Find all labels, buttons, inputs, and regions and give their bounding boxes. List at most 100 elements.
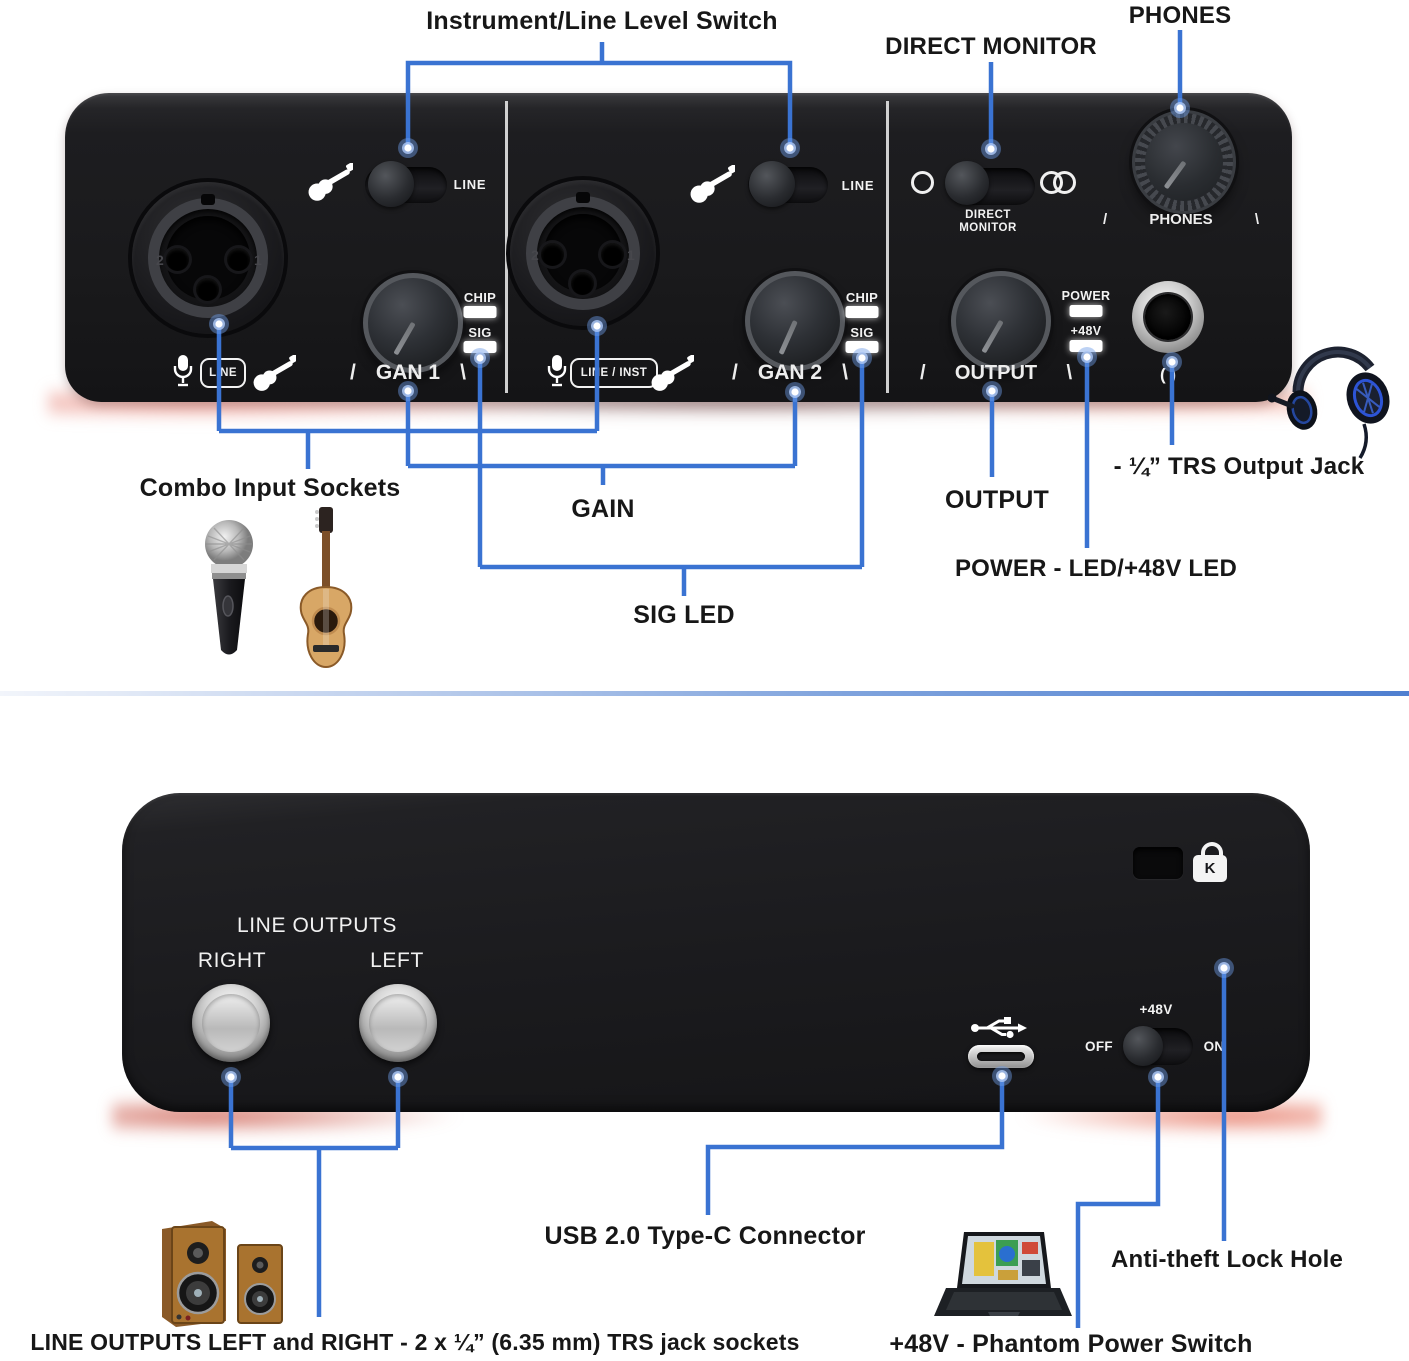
- microphone-image: [205, 520, 253, 655]
- line-switch-label-2: LINE: [841, 178, 875, 193]
- knob-pointer: [980, 319, 1004, 354]
- output-knob: [951, 271, 1051, 371]
- back-panel: LINE OUTPUTS RIGHT LEFT +48V OFF ON K: [122, 793, 1310, 1112]
- gain1-panel-label: / GAN 1 \: [350, 361, 466, 385]
- guitar-icon: [690, 165, 735, 203]
- off-label: OFF: [1085, 1039, 1113, 1054]
- xlr-pin3-hole: [571, 272, 594, 295]
- usb-c-slot: [977, 1052, 1025, 1061]
- sig-led-1: [463, 341, 497, 353]
- slash: /: [732, 361, 738, 384]
- mono-icon: [911, 171, 934, 194]
- xlr-pin1-hole: [227, 248, 250, 271]
- slash: /: [1103, 211, 1108, 228]
- backslash: \: [1066, 362, 1072, 384]
- plus48v-led-label: +48V: [1070, 324, 1102, 338]
- guitar-icon: [253, 355, 296, 391]
- section-divider: [0, 691, 1409, 696]
- gain1-knob: [363, 273, 463, 373]
- sig-led-2: [845, 341, 879, 353]
- on-label: ON: [1203, 1039, 1225, 1054]
- lock-body: K: [1193, 855, 1227, 882]
- chip-led-label-2: CHIP: [845, 290, 879, 305]
- channel-divider-2: [886, 101, 889, 393]
- inst-line-switch-1: [368, 161, 414, 207]
- label-line-outputs-desc: LINE OUTPUTS LEFT and RIGHT - 2 x ¼” (6.…: [30, 1329, 800, 1355]
- phantom-power-switch: [1123, 1026, 1163, 1066]
- kensington-lock-slot: [1133, 847, 1183, 879]
- xlr-latch-notch: [576, 192, 590, 203]
- guitar-image: [299, 507, 353, 669]
- right-output-label: RIGHT: [197, 949, 267, 972]
- left-output-label: LEFT: [370, 949, 424, 972]
- xlr-pin2-hole: [166, 248, 189, 271]
- laptop-image: [934, 1232, 1072, 1316]
- label-output: OUTPUT: [945, 486, 1049, 514]
- chip-led-label-1: CHIP: [463, 290, 497, 305]
- label-phantom-switch: +48V - Phantom Power Switch: [889, 1330, 1253, 1358]
- jack-dome: [202, 994, 260, 1052]
- chip-led-2: [845, 306, 879, 318]
- xlr-pin1-number: 1: [627, 247, 635, 263]
- front-panel: 2 1 LINE / GAN 1 \ CHIP SIG LINE 2: [65, 93, 1292, 402]
- sig-led-label-2: SIG: [850, 325, 874, 340]
- label-gain: GAIN: [571, 495, 635, 523]
- plus48v-switch-label: +48V: [1139, 1002, 1173, 1017]
- stereo-icon: [1053, 171, 1076, 194]
- label-trs-output-jack: - ¼” TRS Output Jack: [1113, 453, 1365, 480]
- gain2-knob: [745, 271, 845, 371]
- label-instrument-line-switch: Instrument/Line Level Switch: [426, 7, 778, 35]
- slash: /: [350, 361, 356, 384]
- phones-panel-label: / PHONES \: [1103, 211, 1259, 228]
- chip-led-1: [463, 306, 497, 318]
- input-type-badge-1: LINE: [200, 358, 246, 388]
- knob-pointer: [392, 321, 416, 356]
- phones-text: PHONES: [1149, 211, 1213, 228]
- line-outputs-panel-label: LINE OUTPUTS: [236, 914, 398, 937]
- mic-icon: [173, 355, 193, 387]
- headphone-output-jack: [1132, 281, 1204, 353]
- backslash: \: [842, 361, 848, 384]
- mic-icon: [547, 355, 567, 387]
- xlr-pin2-number: 2: [156, 252, 164, 268]
- xlr-pin3-hole: [196, 278, 219, 301]
- label-phones: PHONES: [1128, 2, 1232, 29]
- power-led: [1069, 305, 1103, 317]
- sig-led-label-1: SIG: [468, 325, 492, 340]
- channel-divider-1: [505, 101, 508, 393]
- line-output-jack-right: [192, 984, 270, 1062]
- backslash: \: [1254, 211, 1259, 228]
- xlr-pin2-number: 2: [531, 247, 539, 263]
- input-type-badge-2: LINE / INST: [570, 358, 658, 388]
- lock-handle: [1201, 842, 1223, 861]
- combo-input-socket-2: 2 1: [510, 180, 656, 326]
- jack-dome: [369, 994, 427, 1052]
- slash: /: [920, 362, 926, 384]
- guitar-icon: [651, 355, 694, 391]
- xlr-pin1-number: 1: [254, 252, 262, 268]
- output-panel-label: / OUTPUT \: [920, 362, 1072, 385]
- plus48v-led: [1069, 340, 1103, 352]
- gain2-text: GAN 2: [757, 361, 823, 384]
- backslash: \: [460, 361, 466, 384]
- direct-monitor-line2: MONITOR: [959, 222, 1017, 234]
- phones-knob: [1132, 110, 1236, 214]
- line-switch-label-1: LINE: [453, 177, 487, 192]
- headphones-icon: ( ): [1159, 365, 1177, 384]
- label-usb-connector: USB 2.0 Type-C Connector: [544, 1222, 866, 1250]
- line-output-jack-left: [359, 984, 437, 1062]
- label-combo-input-sockets: Combo Input Sockets: [139, 474, 401, 502]
- xlr-pin1-hole: [601, 243, 624, 266]
- direct-monitor-panel-label: DIRECT MONITOR: [959, 209, 1017, 235]
- label-direct-monitor: DIRECT MONITOR: [885, 33, 1097, 60]
- power-led-label: POWER: [1061, 289, 1111, 303]
- label-anti-theft: Anti-theft Lock Hole: [1111, 1246, 1343, 1273]
- guitar-icon: [308, 163, 353, 201]
- label-power-led: POWER - LED/+48V LED: [954, 555, 1238, 582]
- usb-c-port: [968, 1045, 1034, 1068]
- jack-hole: [1145, 294, 1191, 340]
- headphones-image: [1268, 346, 1390, 459]
- label-sig-led: SIG LED: [633, 601, 735, 629]
- direct-monitor-line1: DIRECT: [965, 209, 1011, 221]
- xlr-pin2-hole: [541, 243, 564, 266]
